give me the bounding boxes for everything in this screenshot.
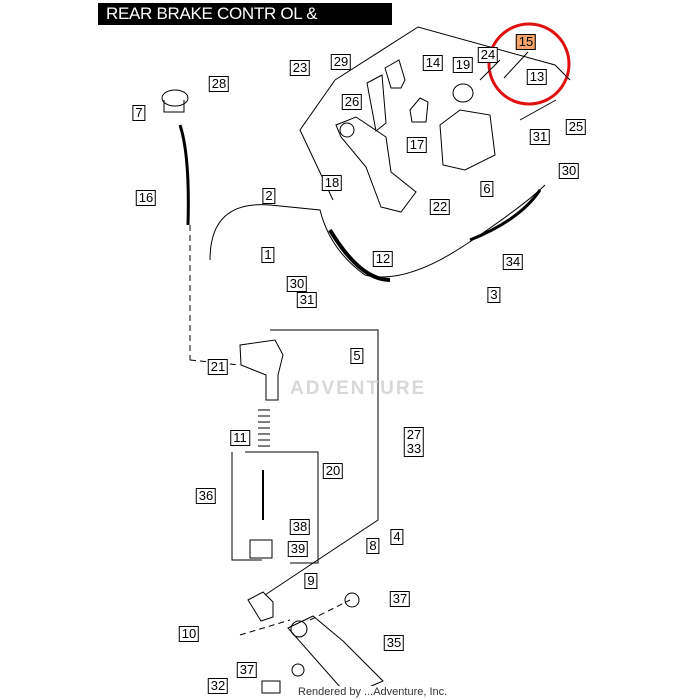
- callout-16: 16: [135, 190, 157, 206]
- boot: [249, 539, 273, 559]
- callout-14: 14: [422, 55, 444, 71]
- pad-spring: [409, 97, 429, 123]
- brake-line: [209, 184, 546, 278]
- callout-27-33: 27 33: [403, 427, 425, 457]
- master-cylinder: [239, 339, 284, 401]
- callout-6: 6: [480, 181, 494, 197]
- piston-spring: [258, 409, 270, 447]
- reservoir-hose: [178, 124, 190, 226]
- caliper: [439, 109, 496, 171]
- callout-31: 31: [296, 292, 318, 308]
- reservoir: [161, 89, 189, 107]
- brake-pedal: [287, 615, 384, 697]
- callout-13: 13: [526, 69, 548, 85]
- callout-34: 34: [502, 254, 524, 270]
- watermark-logo: ADVENTURE: [290, 378, 427, 399]
- callout-7: 7: [132, 105, 146, 121]
- highlight-circle: [487, 22, 571, 106]
- render-credit: Rendered by ...Adventure, Inc.: [296, 686, 450, 698]
- callout-9: 9: [304, 573, 318, 589]
- callout-38: 38: [289, 519, 311, 535]
- callout-20: 20: [322, 463, 344, 479]
- callout-39: 39: [287, 541, 309, 557]
- callout-26: 26: [341, 94, 363, 110]
- callout-28: 28: [208, 76, 230, 92]
- callout-4: 4: [390, 529, 404, 545]
- callout-8: 8: [366, 538, 380, 554]
- callout-22: 22: [429, 199, 451, 215]
- callout-37: 37: [389, 591, 411, 607]
- callout-30: 30: [286, 276, 308, 292]
- callout-15: 15: [515, 34, 537, 50]
- callout-21: 21: [207, 359, 229, 375]
- callout-5: 5: [350, 348, 364, 364]
- diagram-title: REAR BRAKE CONTR OL & CALIPER: [98, 3, 392, 45]
- callout-36: 36: [195, 488, 217, 504]
- callout-17: 17: [406, 137, 428, 153]
- callout-10: 10: [178, 626, 200, 642]
- callout-2: 2: [262, 188, 276, 204]
- caliper-group-outline: [334, 26, 571, 81]
- callout-32: 32: [207, 678, 229, 694]
- callout-12: 12: [372, 251, 394, 267]
- clevis: [247, 591, 274, 622]
- callout-11: 11: [230, 430, 250, 446]
- callout-18: 18: [321, 175, 343, 191]
- callout-37: 37: [236, 662, 258, 678]
- callout-35: 35: [383, 635, 405, 651]
- callout-3: 3: [487, 287, 501, 303]
- callout-29: 29: [330, 54, 352, 70]
- callout-31: 31: [529, 129, 551, 145]
- callout-23: 23: [289, 60, 311, 76]
- callout-25: 25: [565, 119, 587, 135]
- callout-30: 30: [558, 163, 580, 179]
- caliper-bracket: [335, 116, 417, 213]
- brake-pad: [366, 59, 406, 132]
- callout-1: 1: [261, 247, 275, 263]
- callout-24: 24: [477, 47, 499, 63]
- callout-19: 19: [452, 57, 474, 73]
